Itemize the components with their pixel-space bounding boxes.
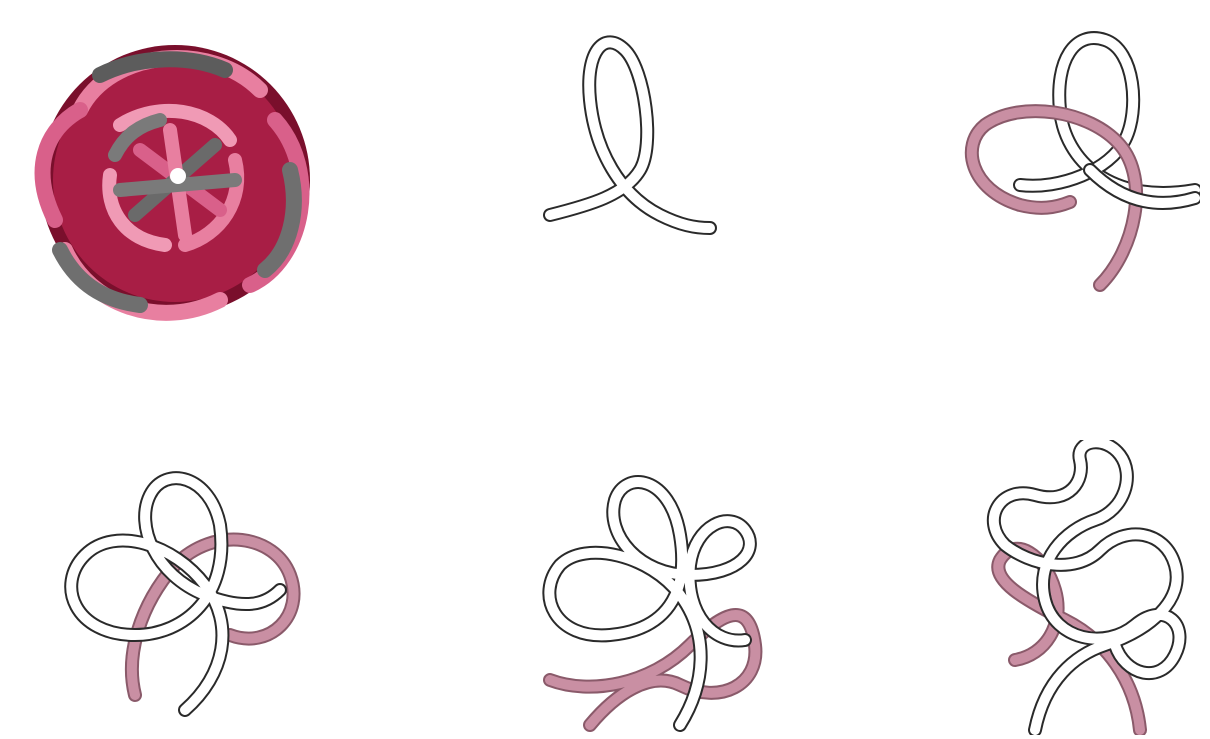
finished-knot-photo	[20, 30, 330, 330]
step-single-loop	[530, 30, 730, 250]
step-three-petals	[55, 455, 315, 725]
step-five-petals	[975, 440, 1200, 735]
finished-knot	[40, 45, 310, 315]
step-four-petals	[530, 455, 790, 735]
step-second-loop	[960, 30, 1200, 300]
